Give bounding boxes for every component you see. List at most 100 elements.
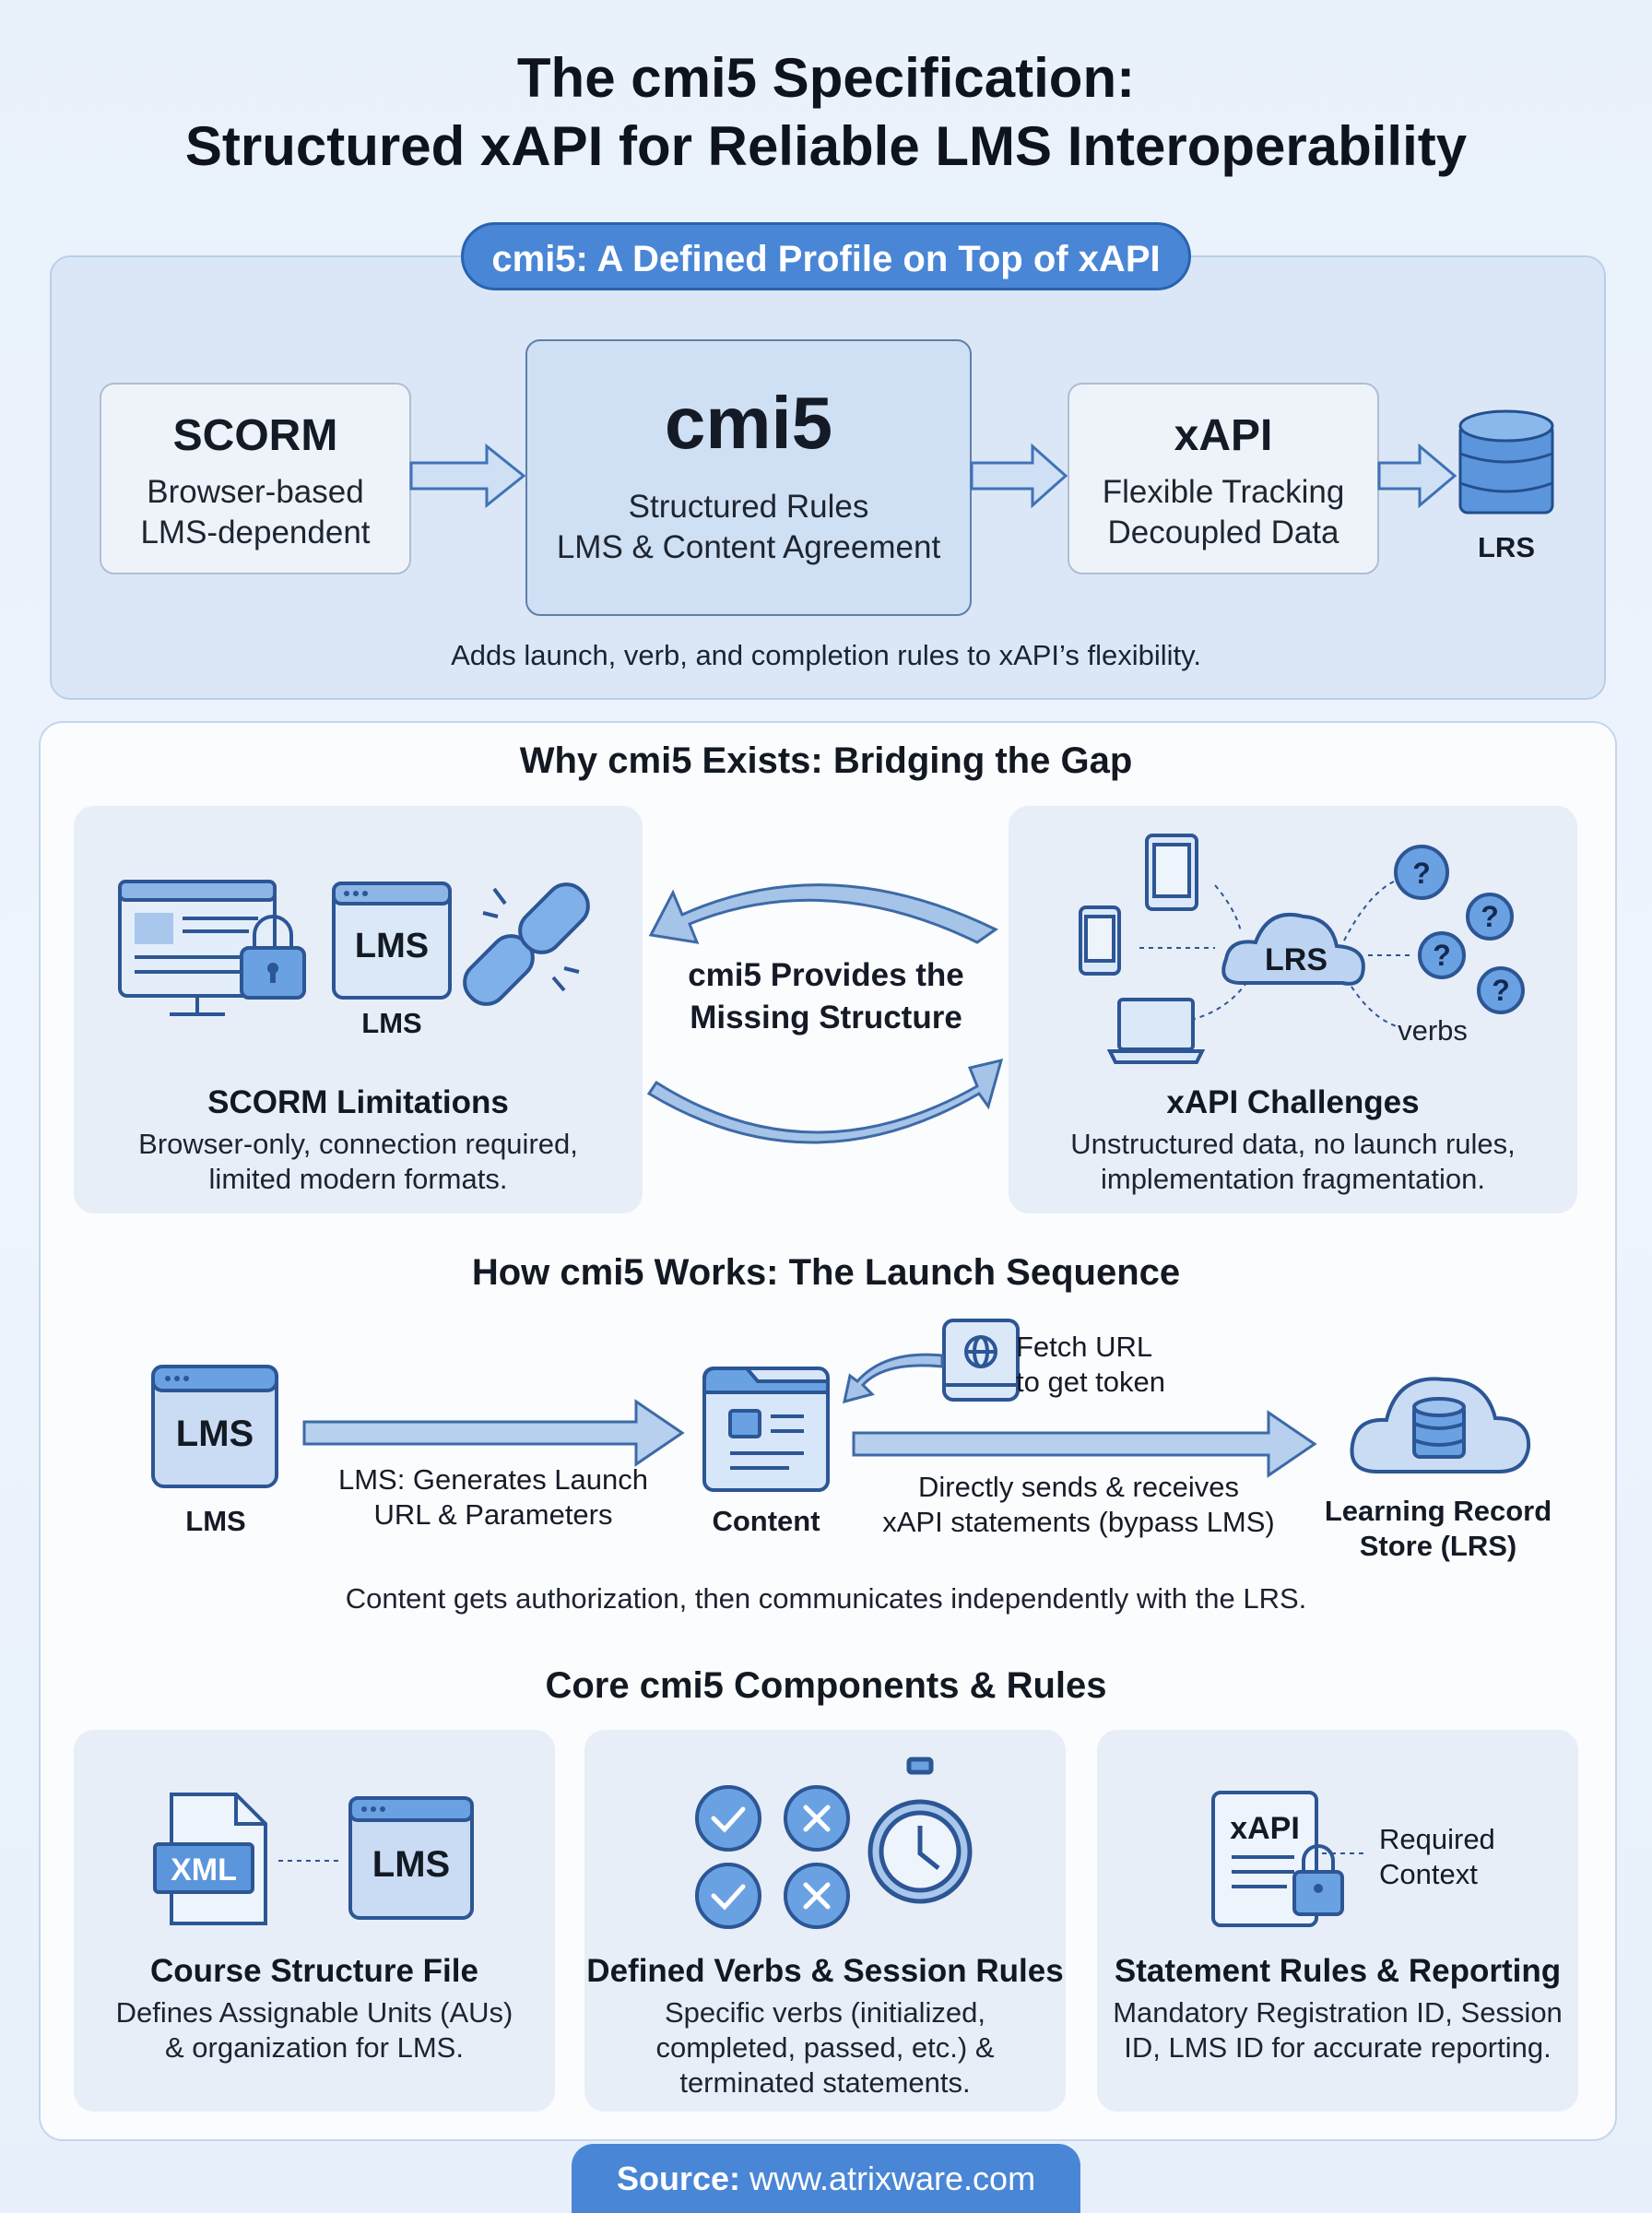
xapi-line-2: Decoupled Data: [1107, 515, 1339, 550]
question-icons: [1394, 845, 1525, 1014]
lms-core-text: LMS: [372, 1844, 450, 1885]
core-card-2-line-2: completed, passed, etc.) &: [655, 2031, 995, 2064]
scorm-limitations-line-1: Browser-only, connection required,: [138, 1128, 578, 1160]
profile-caption: Adds launch, verb, and completion rules …: [451, 639, 1201, 671]
required-context-label: Required Context: [1379, 1822, 1545, 1892]
core-card-1-desc: Defines Assignable Units (AUs) & organiz…: [74, 1995, 555, 2065]
arrow-scorm-to-cmi5: [409, 443, 526, 509]
fetch-caption: Fetch URL to get token: [1016, 1330, 1256, 1400]
cmi5-box: cmi5 Structured Rules LMS & Content Agre…: [525, 339, 972, 616]
how-caption: Content gets authorization, then communi…: [345, 1582, 1307, 1615]
lock-icon: [240, 915, 306, 1000]
bridge-line-1: cmi5 Provides the: [688, 957, 964, 993]
arrow1-line-2: URL & Parameters: [373, 1498, 613, 1531]
cmi5-title: cmi5: [664, 382, 833, 464]
core-card-3-line-2: ID, LMS ID for accurate reporting.: [1124, 2031, 1552, 2064]
document-lock-icon: [1292, 1844, 1344, 1916]
lrs-store-label: Learning Record Store (LRS): [1309, 1494, 1567, 1564]
scorm-box: SCORM Browser-based LMS-dependent: [100, 383, 411, 574]
lms-core-icon: [348, 1796, 474, 1920]
arrow-xapi-to-lrs: [1377, 443, 1457, 509]
scorm-limitations-desc: Browser-only, connection required, limit…: [74, 1127, 643, 1197]
core-card-3-desc: Mandatory Registration ID, Session ID, L…: [1097, 1995, 1578, 2065]
lrs-store-line-2: Store (LRS): [1359, 1530, 1517, 1562]
scorm-limitations-line-2: limited modern formats.: [208, 1163, 508, 1195]
curved-arrow-left: [648, 883, 998, 944]
arrow-lms-to-content: [302, 1399, 685, 1467]
lms-icon: [151, 1365, 278, 1488]
lms-icon-text: LMS: [176, 1414, 254, 1454]
curved-arrow-right: [646, 1058, 1004, 1144]
xapi-challenges-line-1: Unstructured data, no launch rules,: [1070, 1128, 1516, 1160]
lrs-label: LRS: [1478, 531, 1535, 563]
fetch-line-1: Fetch URL: [1016, 1331, 1153, 1363]
core-illustrations: XML LMS xAPI: [153, 1757, 1368, 1929]
core-card-2-line-1: Specific verbs (initialized,: [664, 1996, 986, 2029]
check-icon-2: [695, 1863, 761, 1929]
question-mark-3: ?: [1433, 939, 1451, 972]
xapi-challenges-desc: Unstructured data, no launch rules, impl…: [1009, 1127, 1577, 1197]
cmi5-line-2: LMS & Content Agreement: [556, 529, 941, 565]
lms-window-icon: [332, 882, 452, 1000]
scorm-line-1: Browser-based: [147, 474, 364, 510]
core-card-3-line-1: Mandatory Registration ID, Session: [1113, 1996, 1563, 2029]
arrow1-caption: LMS: Generates Launch URL & Parameters: [304, 1462, 682, 1533]
bridge-text: cmi5 Provides the Missing Structure: [643, 954, 1009, 1039]
monitor-icon: [118, 880, 277, 1016]
title-line-1: The cmi5 Specification:: [516, 47, 1136, 109]
how-heading: How cmi5 Works: The Launch Sequence: [471, 1252, 1181, 1293]
content-icon: [702, 1367, 830, 1492]
why-heading: Why cmi5 Exists: Bridging the Gap: [519, 740, 1133, 781]
core-card-1-line-1: Defines Assignable Units (AUs): [115, 1996, 513, 2029]
core-card-3-title: Statement Rules & Reporting: [1114, 1953, 1562, 1989]
question-mark-2: ?: [1481, 900, 1499, 933]
cmi5-line-1: Structured Rules: [628, 489, 869, 525]
lms-window-text: LMS: [355, 927, 429, 965]
lrs-store-line-1: Learning Record: [1324, 1495, 1552, 1527]
xml-file-icon: [153, 1793, 267, 1925]
profile-arrows: [409, 409, 1554, 515]
arrow-cmi5-to-xapi: [970, 443, 1068, 509]
database-icon: [1458, 409, 1554, 515]
scorm-line-2: LMS-dependent: [140, 515, 371, 550]
lrs-cloud-text: LRS: [1265, 942, 1328, 977]
verbs-label: verbs: [1398, 1014, 1468, 1047]
xapi-document-icon: [1211, 1791, 1318, 1927]
lrs-cloud-database-icon: [1350, 1377, 1531, 1473]
source-url[interactable]: www.atrixware.com: [749, 2160, 1036, 2197]
context-label: Context: [1379, 1858, 1478, 1890]
dashed-connectors: [1139, 881, 1412, 1028]
check-icon-1: [695, 1785, 761, 1852]
bridge-line-2: Missing Structure: [690, 1000, 962, 1035]
arrow2-line-2: xAPI statements (bypass LMS): [882, 1506, 1275, 1538]
arrow-fetch-to-content: [843, 1353, 944, 1404]
content-label: Content: [712, 1505, 820, 1537]
core-card-2-title: Defined Verbs & Session Rules: [586, 1953, 1064, 1989]
title-line-2: Structured xAPI for Reliable LMS Interop…: [184, 115, 1468, 177]
stopwatch-icon: [867, 1757, 973, 1904]
lms-window-caption: LMS: [361, 1007, 421, 1039]
arrow2-line-1: Directly sends & receives: [917, 1471, 1239, 1503]
xapi-challenges-card: [1009, 806, 1577, 1213]
question-mark-1: ?: [1412, 857, 1431, 890]
fetch-line-2: to get token: [1016, 1366, 1166, 1398]
tablet-icon: [1145, 834, 1198, 911]
lms-label: LMS: [185, 1505, 246, 1537]
arrow1-line-1: LMS: Generates Launch: [337, 1463, 649, 1496]
source-tab: Source: www.atrixware.com: [572, 2144, 1080, 2213]
arrow-content-to-lrs: [852, 1410, 1317, 1478]
scorm-limitations-card: [74, 806, 643, 1213]
core-card-2-line-3: terminated statements.: [679, 2066, 971, 2099]
laptop-icon: [1106, 998, 1206, 1064]
lrs-cloud-icon: [1221, 912, 1365, 986]
core-card-1-line-2: & organization for LMS.: [165, 2031, 464, 2064]
why-illustrations: LMS LMS LRS ?: [118, 834, 1525, 1144]
profile-pill: cmi5: A Defined Profile on Top of xAPI: [461, 222, 1191, 290]
xapi-title: xAPI: [1174, 411, 1273, 460]
xapi-document-text: xAPI: [1230, 1811, 1300, 1846]
core-card-1-title: Course Structure File: [150, 1953, 478, 1989]
scorm-title: SCORM: [172, 411, 338, 460]
question-mark-4: ?: [1492, 974, 1510, 1007]
arrow2-caption: Directly sends & receives xAPI statement…: [848, 1470, 1309, 1540]
xapi-challenges-line-2: implementation fragmentation.: [1100, 1163, 1485, 1195]
